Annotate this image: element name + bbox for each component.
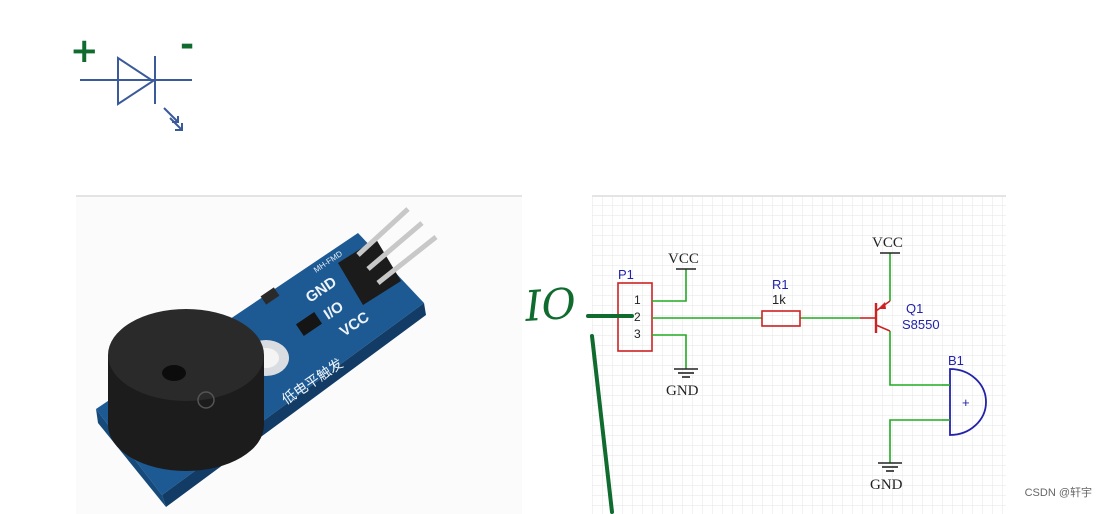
vcc-symbol-right: VCC	[872, 235, 903, 254]
smd-resistor	[260, 287, 280, 305]
resistor-ref: R1	[772, 277, 789, 292]
buzzer-schematic: P1 1 2 3 VCC GND R1 1k VCC	[592, 195, 1006, 514]
diode-sketch: + -	[70, 25, 194, 131]
buzzer-ref: B1	[948, 353, 964, 368]
transistor-q1: Q1 S8550	[860, 300, 940, 333]
connector-pin-1: 1	[634, 293, 641, 307]
gnd-label-right: GND	[870, 477, 903, 493]
transistor-part: S8550	[902, 317, 940, 332]
connector-ref: P1	[618, 267, 634, 282]
buzzer-module-photo: MH-FMD GND I/O VCC 低电平触发	[76, 195, 522, 514]
buzzer-polarity: +	[962, 395, 970, 410]
resistor-value: 1k	[772, 292, 786, 307]
connector-p1: P1 1 2 3	[617, 267, 653, 352]
handwritten-io-label: IO	[522, 279, 577, 332]
header-pins	[338, 207, 438, 305]
transistor-ref: Q1	[906, 301, 923, 316]
wires	[652, 253, 942, 463]
vcc-label-left: VCC	[668, 251, 699, 267]
buzzer-b1: B1 +	[942, 353, 987, 436]
minus-sign: -	[180, 25, 194, 65]
connector-pin-3: 3	[634, 327, 641, 341]
diode-symbol-icon	[80, 56, 192, 131]
vcc-symbol-left: VCC	[668, 251, 699, 270]
smd-transistor	[295, 312, 323, 336]
gnd-symbol-left: GND	[666, 368, 699, 399]
plus-sign: +	[70, 31, 99, 71]
gnd-label-left: GND	[666, 383, 699, 399]
gnd-symbol-right: GND	[870, 462, 903, 493]
vcc-label-right: VCC	[872, 235, 903, 251]
watermark-text: CSDN @轩宇	[1024, 487, 1092, 499]
buzzer-component	[108, 309, 264, 471]
resistor-r1: R1 1k	[761, 277, 801, 327]
connector-pin-2: 2	[634, 310, 641, 324]
